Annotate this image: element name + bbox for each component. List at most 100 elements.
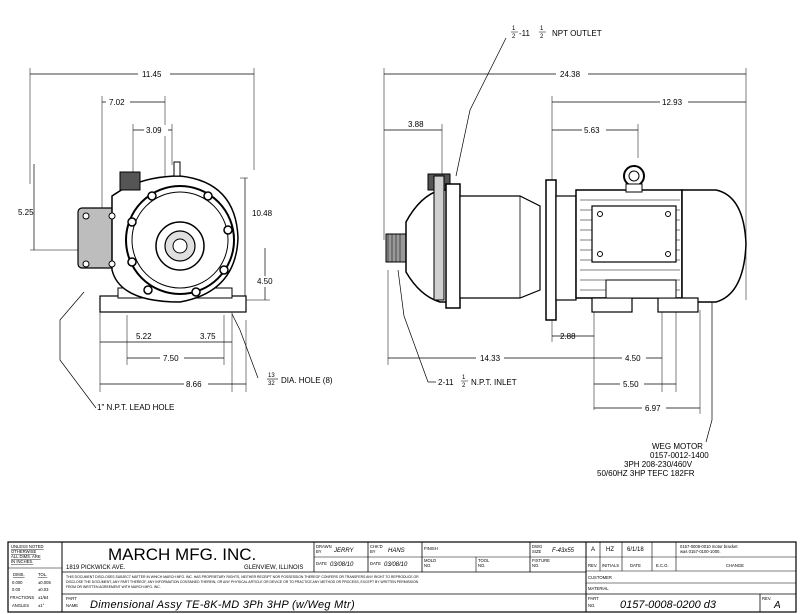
material-label: MATERIAL <box>588 586 609 591</box>
drawn-by-label-1: DRAWN <box>316 544 332 549</box>
part-no-label-2: NO. <box>588 603 595 608</box>
dim-foot-span: 4.50 <box>625 354 641 363</box>
side-view <box>383 37 747 443</box>
dim-height-left: 5.25 <box>18 208 34 217</box>
dim-base-overall: 8.66 <box>186 380 202 389</box>
outlet-rest: -11 <box>519 29 531 38</box>
outlet-label: NPT OUTLET <box>552 29 602 38</box>
unless-noted-1: UNLESS NOTED <box>11 544 44 549</box>
unless-noted-2: OTHERWISE <box>11 549 36 554</box>
customer-label: CUSTOMER <box>588 575 612 580</box>
dwg-size-value: F-43x55 <box>552 548 575 554</box>
tol-row-2-tol: ±0.03 <box>38 587 49 592</box>
finish-label: FINISH <box>424 546 438 551</box>
dia-hole-callout: DIA. HOLE (8) <box>281 376 333 385</box>
date-drawn-label: DATE <box>316 561 327 566</box>
motor-note-line-4: 50/60HZ 3HP TEFC 182FR <box>597 469 695 478</box>
dim-foot-overall: 5.50 <box>623 380 639 389</box>
lead-hole-callout: 1" N.P.T. LEAD HOLE <box>97 403 174 412</box>
front-view <box>29 68 270 409</box>
disclaimer-line-2: DISCLOSE THE DOCUMENT, ANY PART THEREOF,… <box>66 580 419 584</box>
motor-note-line-2: 0157-0012-1400 <box>650 451 709 460</box>
dim-length-to-foot: 14.33 <box>480 354 501 363</box>
eco-col-label: E.C.O. <box>656 563 669 568</box>
outlet-frac-num: 1 <box>512 26 516 32</box>
dim-motor-body: 6.97 <box>645 404 661 413</box>
disclaimer-line-1: THIS DOCUMENT DISCLOSES SUBJECT MATTER I… <box>66 575 419 579</box>
outlet-frac-den: 2 <box>512 34 516 40</box>
tol-row-3-dim: FRACTIONS <box>10 595 34 600</box>
dim-base-left: 5.22 <box>136 332 152 341</box>
part-name-value: Dimensional Assy TE-8K-MD 3Ph 3HP (w/Weg… <box>90 599 355 611</box>
rev-row-rev: A <box>591 547 595 553</box>
date-drawn-value: 03/08/10 <box>330 562 354 568</box>
dim-height-total: 10.48 <box>252 209 273 218</box>
mold-label-2: NO. <box>424 563 431 568</box>
rev-col-label: REV. <box>588 563 597 568</box>
dim-foot-offset: 2.88 <box>560 332 576 341</box>
dim-outlet-offset-side: 3.88 <box>408 120 424 129</box>
drawn-by-value: JERRY <box>333 548 354 554</box>
dim-inlet-offset: 7.02 <box>109 98 125 107</box>
tol-row-2-dim: 0.00 <box>12 587 21 592</box>
inlet-frac-den: 2 <box>462 383 466 389</box>
disclaimer-line-3: FROM OR WRITTEN AGREEMENT WITH MARCH MFG… <box>66 585 161 589</box>
tol-row-1-dim: 0.000 <box>12 580 23 585</box>
tool-label-2: NO. <box>478 563 485 568</box>
dim-motor-length: 12.93 <box>662 98 683 107</box>
part-name-label-2: NAME <box>66 603 78 608</box>
date-chkd-value: 03/08/10 <box>384 562 408 568</box>
outlet-frac2-num: 1 <box>540 26 544 32</box>
rev-box-value: A <box>773 600 781 611</box>
chkd-by-label-1: CHK'D <box>370 544 383 549</box>
dwg-size-label-2: SIZE <box>532 549 542 554</box>
dia-hole-fraction-num: 13 <box>268 373 275 379</box>
mold-label-1: MOLD <box>424 558 436 563</box>
rev-row-initials: HZ <box>606 547 614 553</box>
dim-flange-offset: 5.63 <box>584 126 600 135</box>
dim-overall-length: 24.38 <box>560 70 581 79</box>
part-no-value: 0157-0008-0200 d3 <box>620 599 717 611</box>
rev-row-date: 6/1/18 <box>627 547 644 553</box>
chkd-by-value: HANS <box>388 548 405 554</box>
company-city: GLENVIEW, ILLINOIS <box>244 565 303 571</box>
part-no-label-1: PART <box>588 596 599 601</box>
tol-header-tol: TOL. <box>38 572 47 577</box>
dim-outlet-offset: 3.09 <box>146 126 162 135</box>
company-name: MARCH MFG. INC. <box>108 545 256 564</box>
title-block <box>7 541 797 613</box>
inlet-label: N.P.T. INLET <box>471 378 517 387</box>
front-view-dimensions: 11.45 7.02 3.09 5.25 10.48 4.50 5.22 3.7… <box>18 68 333 412</box>
title-block-text: UNLESS NOTED OTHERWISE ALL DIMS. ARE IN … <box>10 544 781 611</box>
change-col-label: CHANGE <box>726 563 744 568</box>
rev-box-label: REV. <box>762 596 771 601</box>
rev-row-change-1: 0157-0008-0010 motor bracket <box>680 544 738 549</box>
tol-header-dims: DIMS. <box>13 572 25 577</box>
unless-noted-3: ALL DIMS. ARE <box>11 554 41 559</box>
part-name-label-1: PART <box>66 596 77 601</box>
tol-row-4-tol: ±1° <box>38 603 45 608</box>
tool-label-1: TOOL <box>478 558 490 563</box>
rev-row-change-2: was 0157-0100-1000. <box>680 549 721 554</box>
dim-overall-width: 11.45 <box>142 70 162 79</box>
dim-base-right: 3.75 <box>200 332 216 341</box>
tol-row-4-dim: ANGLES <box>12 603 29 608</box>
unless-noted-4: IN INCHES. <box>11 559 33 564</box>
date-col-label: DATE <box>630 563 641 568</box>
tol-row-3-tol: ±1/64 <box>38 595 49 600</box>
initials-col-label: INITIALS <box>602 563 619 568</box>
dia-hole-fraction-den: 32 <box>268 381 275 387</box>
motor-note-line-1: WEG MOTOR <box>652 442 703 451</box>
inlet-frac-num: 1 <box>462 375 466 381</box>
tol-row-1-tol: ±0.005 <box>38 580 51 585</box>
inlet-prefix: 2-11 <box>438 378 454 387</box>
dwg-size-label-1: DWG <box>532 544 542 549</box>
drawn-by-label-2: BY <box>316 549 322 554</box>
dim-base-span: 7.50 <box>163 354 179 363</box>
date-chkd-label: DATE <box>370 561 381 566</box>
dim-shaft-height: 4.50 <box>257 277 273 286</box>
company-address: 1819 PICKWICK AVE. <box>66 565 126 571</box>
chkd-by-label-2: BY <box>370 549 376 554</box>
fixture-label-2: NO. <box>532 563 539 568</box>
